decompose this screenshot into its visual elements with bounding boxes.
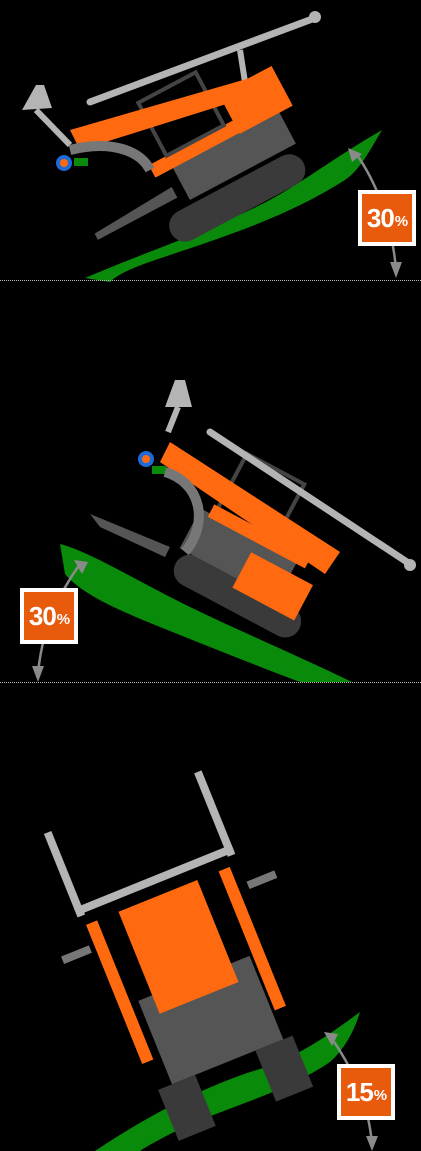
slope-value: 30	[29, 601, 56, 632]
upright-left	[44, 831, 85, 917]
slope-unit: %	[395, 213, 407, 230]
boom-tip	[309, 11, 321, 23]
slope-unit: %	[374, 1087, 386, 1104]
upright-right	[194, 770, 235, 856]
boom-tip	[404, 559, 416, 571]
slope-unit: %	[57, 611, 69, 628]
cutter-bar	[92, 187, 177, 240]
panel-2-side-view-downhill: 30%	[0, 282, 421, 684]
discharge-spout	[22, 85, 52, 110]
discharge-spout	[165, 380, 192, 407]
slope-badge: 15%	[337, 1064, 395, 1120]
cutter-bar	[90, 514, 170, 557]
slope-badge: 30%	[20, 588, 78, 644]
panel-1-side-view-uphill: 30%	[0, 0, 421, 282]
slope-value: 15	[346, 1077, 373, 1108]
panel-3-rear-view-sidehill: 15%	[0, 684, 421, 1151]
divider-2	[0, 682, 421, 683]
divider-1	[0, 280, 421, 281]
slope-badge: 30%	[358, 190, 416, 246]
slope-value: 30	[367, 203, 394, 234]
